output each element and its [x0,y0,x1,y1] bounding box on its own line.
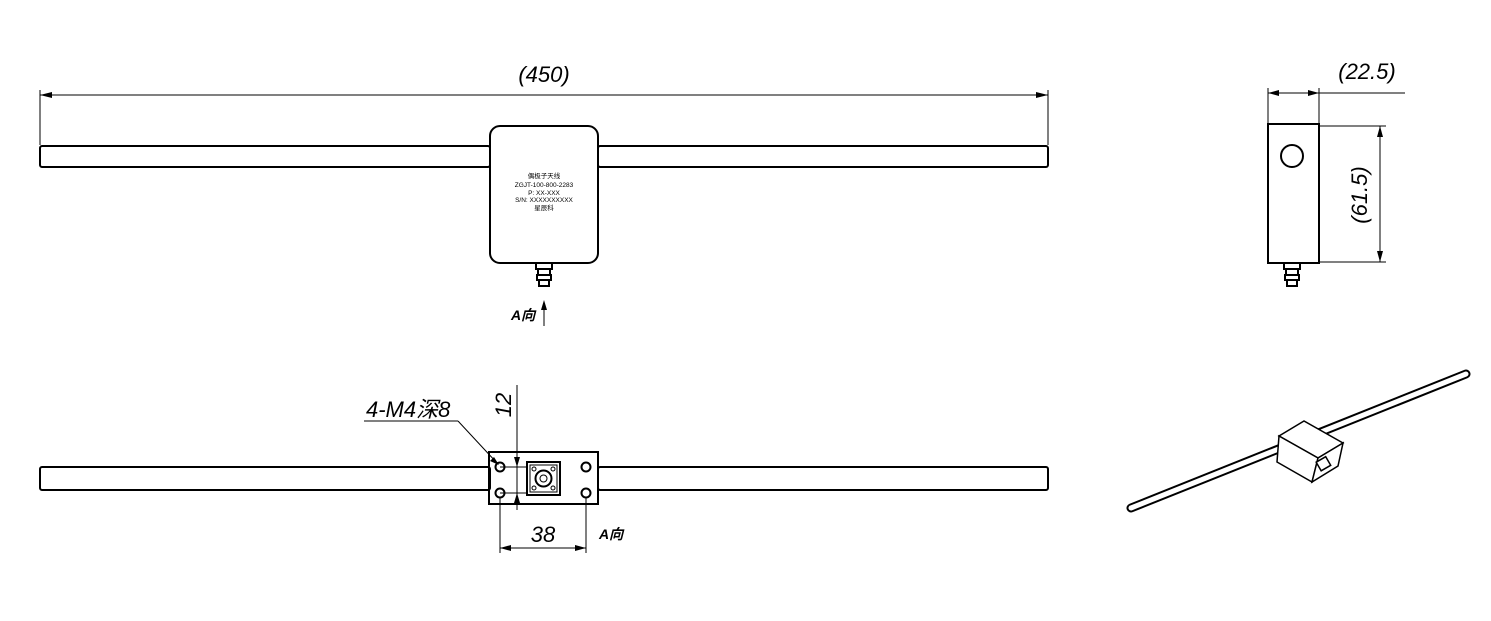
callout-leader [457,420,498,464]
bottom-view: 4-M4深8 12 38 A向 [39,385,1049,553]
spacing-label: 38 [531,522,556,547]
isometric-view [1126,369,1471,513]
offset-arrow-top [514,457,520,467]
view-arrow-head [541,300,547,310]
base-plate [488,451,599,505]
connector-side [1283,262,1301,287]
dim-arrow-right [1036,92,1048,98]
dim-arrow-left [40,92,52,98]
iso-connector [1315,455,1332,472]
bottom-rod-right [597,466,1049,491]
side-width-label: (22.5) [1338,59,1395,84]
side-height-label: (61.5) [1347,166,1372,223]
bottom-rod-left [39,466,491,491]
spacing-arrow-right [575,545,586,551]
side-height-arrow-top [1377,126,1383,137]
offset-label: 12 [491,393,516,417]
hole-bottom-right [580,487,592,499]
iso-housing [1276,420,1345,484]
mounting-holes [494,461,592,499]
rod-end-circle [1280,144,1304,168]
nameplate-line4: S/N: XXXXXXXXXX [515,197,573,204]
side-width-arrow-left [1268,90,1279,96]
view-arrow-label-front: A向 [510,307,537,323]
offset-arrow-bottom [514,493,520,503]
rod-right [597,145,1049,168]
side-view: (22.5) (61.5) [1267,59,1405,287]
spacing-arrow-left [500,545,511,551]
front-view: (450) 偶极子天线 ZGJT-100-800-2283 P: XX-XXX … [39,62,1049,326]
side-width-arrow-right [1308,90,1319,96]
overall-length-label: (450) [518,62,569,87]
side-height-arrow-bottom [1377,251,1383,262]
nameplate-line5: 星辰科 [534,203,554,212]
nameplate-line3: P: XX-XXX [528,190,560,197]
connector-flange [526,461,561,496]
nameplate-line1: 偶极子天线 [528,171,561,180]
hole-spec-label: 4-M4深8 [366,397,451,422]
connector-front [535,262,553,287]
hole-top-right [580,461,592,473]
view-arrow-label-bottom: A向 [598,526,625,542]
rod-left [39,145,491,168]
nameplate-line2: ZGJT-100-800-2283 [515,182,574,189]
callout-leader-arrow [490,457,499,465]
